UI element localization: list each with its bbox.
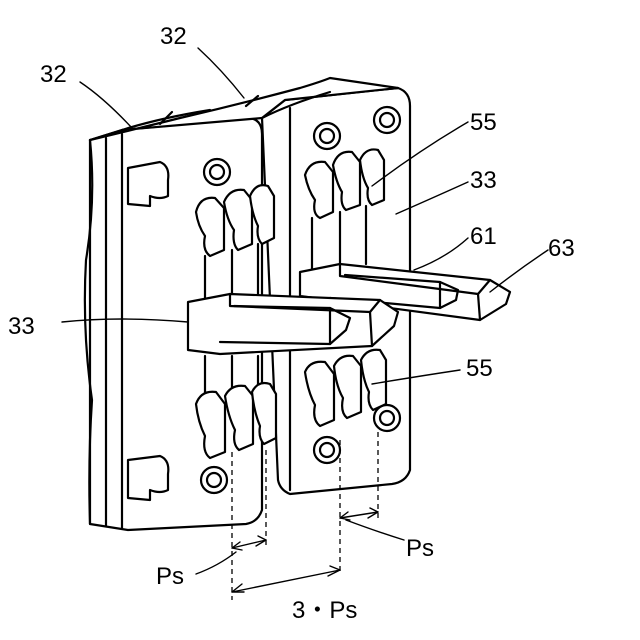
pitch-ps-left: Ps <box>156 563 184 590</box>
pitch-ps-right: Ps <box>406 535 434 562</box>
ref-33-left: 33 <box>8 313 35 340</box>
ref-32-left: 32 <box>40 61 67 88</box>
ref-32-top: 32 <box>160 23 187 50</box>
ref-55-top: 55 <box>470 109 497 136</box>
ref-61: 61 <box>470 223 497 250</box>
pitch-3ps: 3・Ps <box>292 597 357 624</box>
front-blade <box>188 294 398 354</box>
ref-55-bottom: 55 <box>466 355 493 382</box>
ref-33-right: 33 <box>470 167 497 194</box>
ref-63: 63 <box>548 235 575 262</box>
